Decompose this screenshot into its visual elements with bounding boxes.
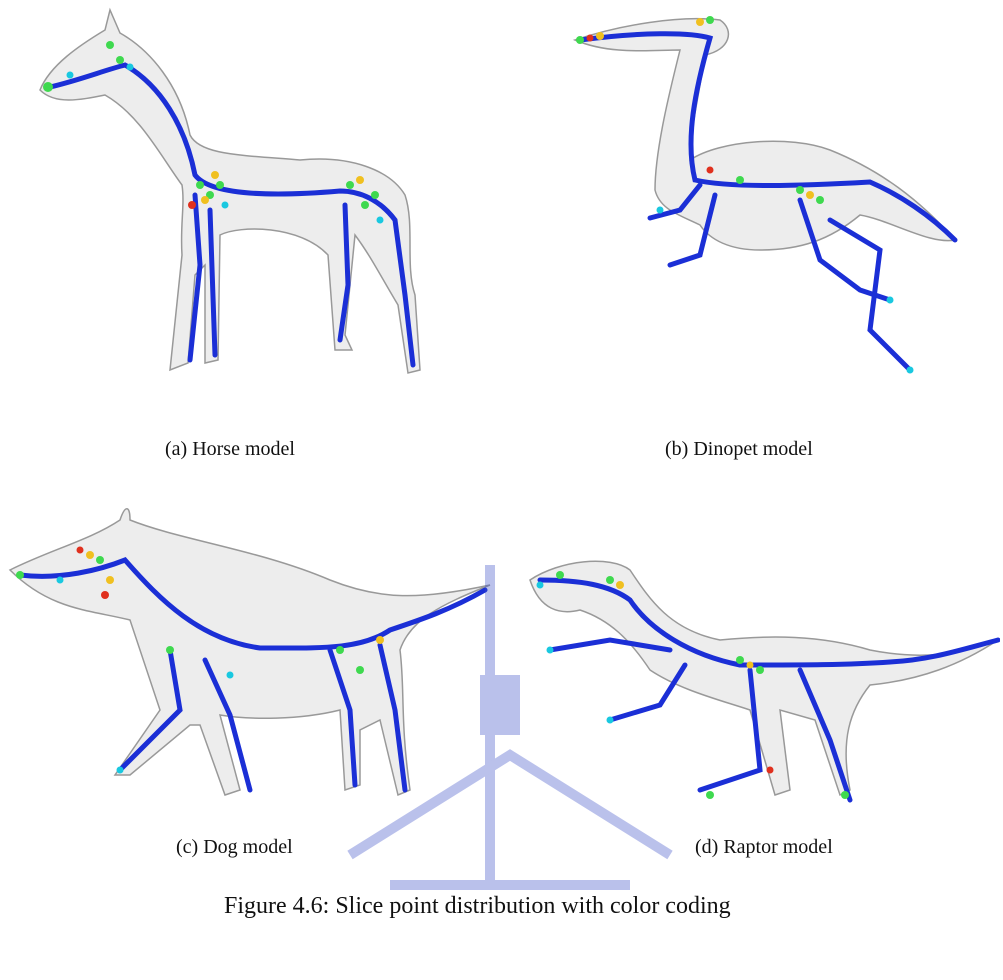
dinopet-model-render [560,0,980,400]
caption-horse-model: (a) Horse model [165,438,295,461]
caption-dog-model: (c) Dog model [176,836,293,859]
panel-dinopet-model [560,0,980,400]
dinopet-mesh [575,19,955,250]
caption-raptor-model: (d) Raptor model [695,836,833,859]
horse-model-render [10,5,470,385]
figure-caption: Figure 4.6: Slice point distribution wit… [224,893,731,920]
panel-horse-model [10,5,470,385]
caption-dinopet-model: (b) Dinopet model [665,438,813,461]
